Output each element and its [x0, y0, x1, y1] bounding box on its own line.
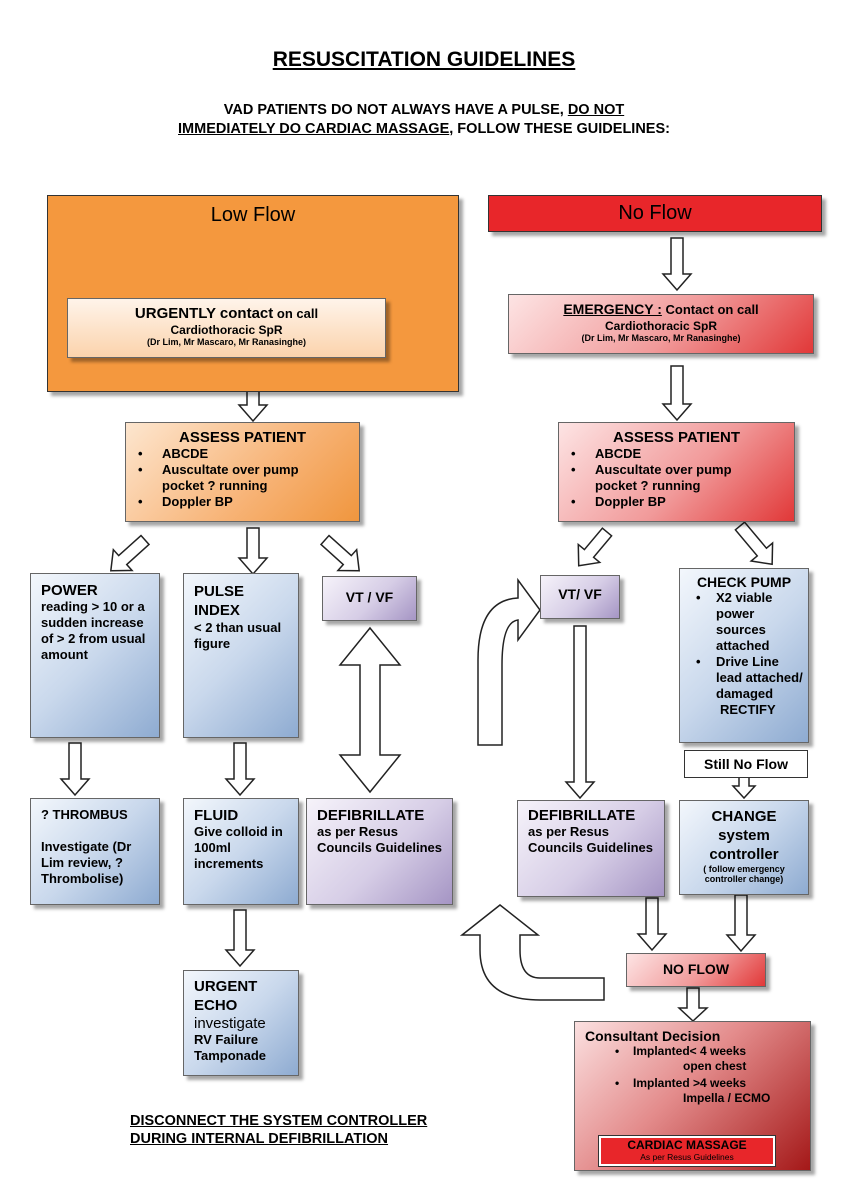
assess-title: ASSESS PATIENT	[179, 429, 306, 446]
arrow-down-icon	[59, 742, 91, 797]
assess-item: Doppler BP	[559, 494, 794, 510]
still-no-flow-box: Still No Flow	[684, 750, 808, 778]
curved-arrow-icon	[459, 904, 605, 1001]
contact-on-call-label: Contact on call	[661, 302, 759, 317]
no-flow-label: NO FLOW	[662, 961, 730, 977]
arrow-diagonal-icon	[734, 521, 774, 566]
consultant-item: • Implanted< 4 weeks open chest	[585, 1044, 800, 1074]
arrow-diagonal-icon	[319, 534, 361, 572]
fluid-box: FLUID Give colloid in 100ml increments	[183, 798, 299, 905]
cardiac-massage-box: CARDIAC MASSAGE As per Resus Guidelines	[598, 1135, 776, 1167]
low-flow-section: Low Flow	[47, 195, 459, 392]
no-flow-box: NO FLOW	[626, 953, 766, 987]
fluid-title: FLUID	[194, 807, 239, 824]
arrow-diagonal-icon	[577, 527, 613, 567]
thrombus-title: ? THROMBUS	[41, 807, 128, 822]
arrow-down-icon	[677, 987, 709, 1023]
pulse-index-title: PULSE INDEX	[194, 583, 245, 619]
footer-line-1: DISCONNECT THE SYSTEM CONTROLLER	[130, 1113, 428, 1129]
no-flow-title: No Flow	[618, 202, 692, 224]
low-defibrillate-box: DEFIBRILLATE as per Resus Councils Guide…	[306, 798, 453, 905]
echo-text: RV Failure Tamponade	[194, 1032, 266, 1063]
cardiac-massage-sub: As per Resus Guidelines	[640, 1152, 734, 1162]
no-flow-defibrillate-box: DEFIBRILLATE as per Resus Councils Guide…	[517, 800, 665, 897]
contact-names: (Dr Lim, Mr Mascaro, Mr Ranasinghe)	[581, 333, 741, 343]
arrow-down-icon	[224, 742, 256, 797]
arrow-down-icon	[224, 909, 256, 968]
vtvf-label: VT / VF	[345, 589, 394, 605]
low-flow-title: Low Flow	[210, 204, 296, 226]
on-call-label: on call	[273, 306, 319, 321]
assess-item: Auscultate over pump pocket ? running	[559, 462, 794, 494]
fluid-text: Give colloid in 100ml increments	[194, 824, 283, 871]
contact-role: Cardiothoracic SpR	[170, 323, 283, 337]
no-flow-assess-box: ASSESS PATIENT ABCDE Auscultate over pum…	[558, 422, 795, 522]
power-title: POWER	[41, 582, 98, 599]
arrow-down-icon	[237, 527, 269, 576]
arrow-down-icon	[564, 625, 596, 800]
footer-line-2: DURING INTERNAL DEFIBRILLATION	[130, 1131, 389, 1147]
page-title: RESUSCITATION GUIDELINES	[272, 48, 576, 71]
defibrillate-text: as per Resus Councils Guidelines	[317, 824, 442, 855]
no-flow-vtvf-box: VT/ VF	[540, 575, 620, 619]
check-item: X2 viable power sources attached	[684, 590, 804, 654]
cardiac-massage-label: CARDIAC MASSAGE	[627, 1138, 747, 1152]
consultant-item-1b: open chest	[683, 1059, 747, 1073]
consultant-item: • Implanted >4 weeks Impella / ECMO	[585, 1076, 800, 1106]
low-flow-assess-box: ASSESS PATIENT ABCDE Auscultate over pum…	[125, 422, 360, 522]
arrow-down-icon	[725, 894, 757, 953]
pulse-index-box: PULSE INDEX < 2 than usual figure	[183, 573, 299, 738]
curved-arrow-icon	[477, 577, 541, 746]
consultant-item-1: Implanted< 4 weeks	[633, 1044, 747, 1058]
change-controller-box: CHANGE system controller ( follow emerge…	[679, 800, 809, 895]
still-no-flow-label: Still No Flow	[704, 756, 788, 772]
assess-item: ABCDE	[559, 446, 794, 462]
urgent-echo-box: URGENT ECHO investigate RV Failure Tampo…	[183, 970, 299, 1076]
assess-item: ABCDE	[126, 446, 359, 462]
contact-names: (Dr Lim, Mr Mascaro, Mr Ranasinghe)	[146, 337, 307, 347]
consultant-item-2b: Impella / ECMO	[683, 1091, 771, 1105]
assess-item: Auscultate over pump pocket ? running	[126, 462, 359, 494]
change-controller-title: CHANGE system controller	[709, 808, 779, 863]
low-vtvf-box: VT / VF	[322, 576, 417, 621]
urgently-contact-label: URGENTLY contact	[134, 305, 274, 322]
no-flow-header: No Flow	[488, 195, 822, 232]
arrow-diagonal-icon	[109, 534, 151, 572]
no-flow-contact-box: EMERGENCY : Contact on call Cardiothorac…	[508, 294, 814, 354]
footer-note: DISCONNECT THE SYSTEM CONTROLLER DURING …	[130, 1112, 427, 1148]
defibrillate-text: as per Resus Councils Guidelines	[528, 824, 653, 855]
defibrillate-title: DEFIBRILLATE	[528, 807, 636, 824]
check-item: Drive Line lead attached/ damaged	[684, 654, 804, 702]
arrow-down-icon	[661, 237, 693, 292]
echo-investigate: investigate	[194, 1015, 266, 1032]
assess-item: Doppler BP	[126, 494, 359, 510]
low-flow-contact-box: URGENTLY contact on call Cardiothoracic …	[67, 298, 386, 358]
thrombus-box: ? THROMBUS Investigate (Dr Lim review, ?…	[30, 798, 160, 905]
consultant-decision-box: Consultant Decision • Implanted< 4 weeks…	[574, 1021, 811, 1171]
rectify-label: RECTIFY	[720, 702, 776, 717]
pulse-index-text: < 2 than usual figure	[194, 620, 282, 651]
arrow-down-icon	[661, 365, 693, 422]
vtvf-label: VT/ VF	[558, 586, 602, 602]
thrombus-text: Investigate (Dr Lim review, ? Thrombolis…	[41, 839, 132, 886]
arrow-down-icon	[731, 775, 757, 800]
intro-text: VAD PATIENTS DO NOT ALWAYS HAVE A PULSE,…	[178, 102, 670, 137]
arrow-down-icon	[636, 897, 668, 952]
power-text: reading > 10 or a sudden increase of > 2…	[41, 599, 146, 662]
assess-title: ASSESS PATIENT	[613, 429, 740, 446]
urgent-echo-title: URGENT ECHO	[194, 978, 258, 1014]
check-pump-title: CHECK PUMP	[696, 574, 792, 590]
check-pump-box: CHECK PUMP X2 viable power sources attac…	[679, 568, 809, 743]
double-arrow-icon	[338, 626, 402, 794]
defibrillate-title: DEFIBRILLATE	[317, 807, 425, 824]
consultant-item-2: Implanted >4 weeks	[633, 1076, 747, 1090]
contact-role: Cardiothoracic SpR	[604, 319, 718, 333]
change-controller-note: ( follow emergency controller change)	[703, 864, 785, 884]
emergency-label: EMERGENCY :	[563, 301, 662, 317]
power-box: POWER reading > 10 or a sudden increase …	[30, 573, 160, 738]
consultant-title: Consultant Decision	[585, 1028, 721, 1044]
